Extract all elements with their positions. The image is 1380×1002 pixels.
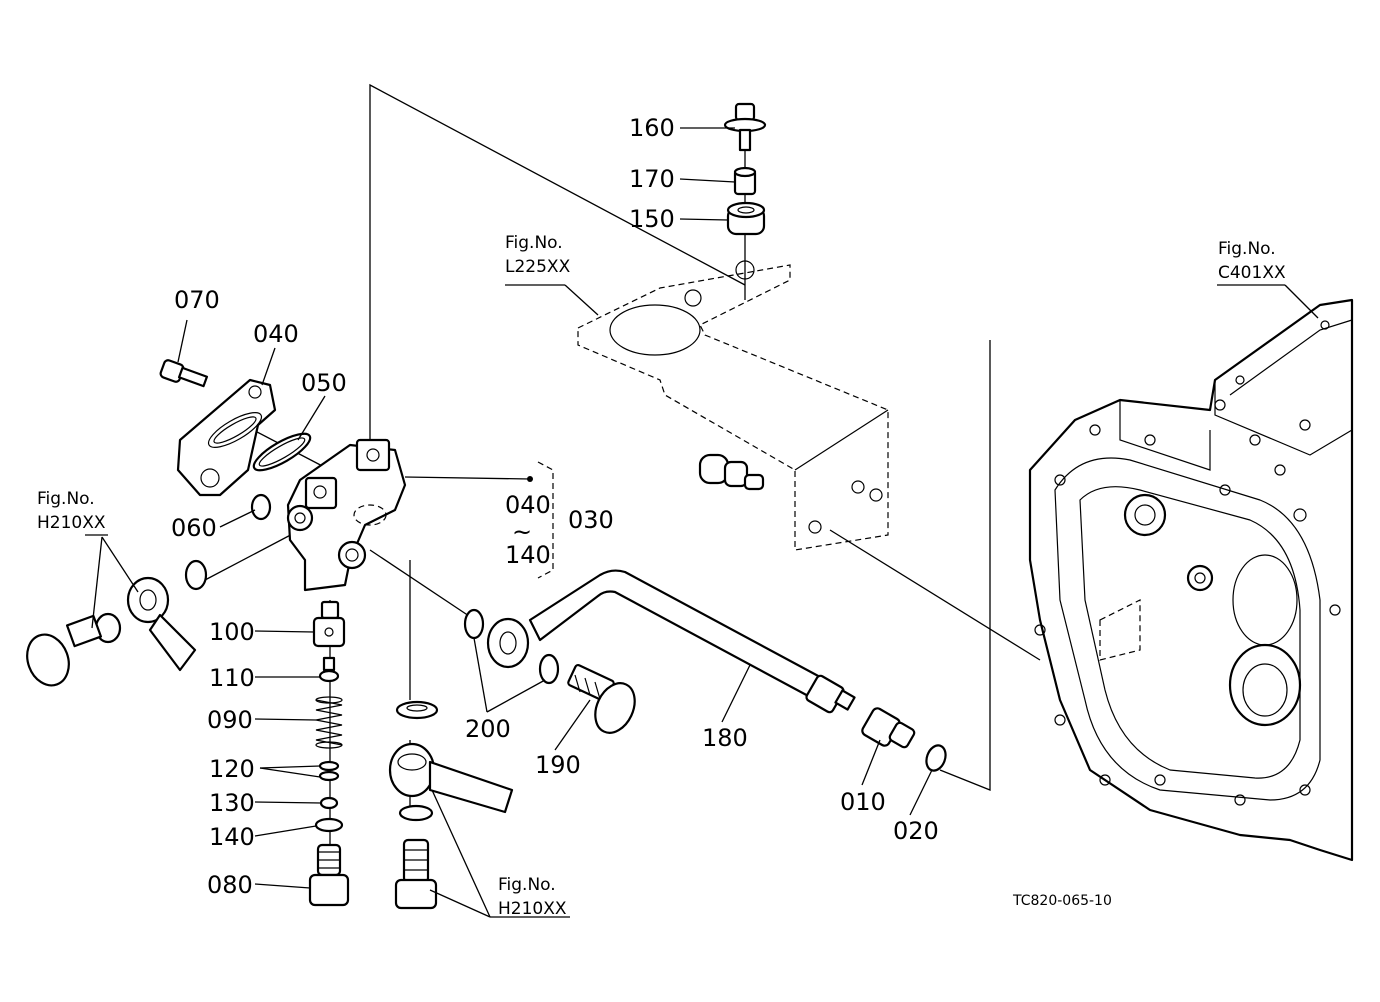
fig-label-c401: Fig.No. (1218, 239, 1276, 259)
callout-080: 080 (207, 871, 253, 899)
part-190-banjo-bolt (567, 664, 636, 734)
valve-body (286, 438, 407, 592)
left-banjo-assembly (26, 559, 208, 687)
callout-110: 110 (209, 664, 255, 692)
part-120-shims (318, 760, 340, 782)
callout-130: 130 (209, 789, 255, 817)
part-130-washer (319, 796, 339, 810)
callout-090: 090 (207, 706, 253, 734)
range-from-040: 040 (505, 491, 551, 519)
bracket-l225 (577, 260, 889, 551)
callout-160: 160 (629, 114, 675, 142)
group-bracket-030 (537, 461, 554, 579)
part-170-collar (733, 166, 757, 196)
fig-label-h210-bottom: Fig.No. (498, 875, 556, 895)
fig-label-l225: Fig.No. (505, 233, 563, 253)
part-150-grommet (726, 201, 766, 236)
callout-040: 040 (253, 320, 299, 348)
transmission-case (1028, 298, 1354, 862)
callout-120: 120 (209, 755, 255, 783)
bottom-banjo-assembly (388, 700, 514, 910)
callout-020: 020 (893, 817, 939, 845)
callout-190: 190 (535, 751, 581, 779)
callout-070: 070 (174, 286, 220, 314)
part-010-fitting (861, 707, 916, 749)
callout-labels: 160 170 150 070 040 050 060 040 ~ 140 03… (171, 114, 939, 899)
fig-ref-l225: L225XX (505, 257, 571, 277)
fig-label-h210-left: Fig.No. (37, 489, 95, 509)
callout-140: 140 (209, 823, 255, 851)
part-070-bolt (159, 359, 209, 388)
fig-ref-h210-left: H210XX (37, 513, 106, 533)
part-060-oring (250, 493, 272, 521)
figure-references: Fig.No. H210XX Fig.No. L225XX Fig.No. C4… (37, 233, 1286, 919)
part-040-plate (176, 378, 277, 497)
part-140-oring (314, 817, 344, 833)
callout-180: 180 (702, 724, 748, 752)
case-bolt-holes (1034, 320, 1341, 806)
callout-100: 100 (209, 618, 255, 646)
part-200-washers (463, 608, 560, 685)
callout-050: 050 (301, 369, 347, 397)
part-110-pin (318, 656, 340, 683)
callout-200: 200 (465, 715, 511, 743)
callout-060: 060 (171, 514, 217, 542)
callout-030: 030 (568, 506, 614, 534)
range-to-140: 140 (505, 541, 551, 569)
callout-010: 010 (840, 788, 886, 816)
fig-ref-c401: C401XX (1218, 263, 1286, 283)
fig-ref-h210-bottom: H210XX (498, 899, 567, 919)
callout-150: 150 (629, 205, 675, 233)
part-100-plunger (312, 600, 346, 648)
callout-170: 170 (629, 165, 675, 193)
part-090-spring (315, 696, 343, 749)
part-180-pipe (486, 569, 856, 714)
part-050-oring (252, 432, 312, 472)
leader-lines (85, 127, 1319, 918)
range-tilde: ~ (512, 518, 532, 546)
part-020-oring (925, 744, 947, 772)
part-160-bolt (723, 102, 767, 152)
drawing-code: TC820-065-10 (1012, 893, 1112, 909)
part-080-plug (308, 843, 350, 907)
bracket-fitting (698, 453, 765, 491)
